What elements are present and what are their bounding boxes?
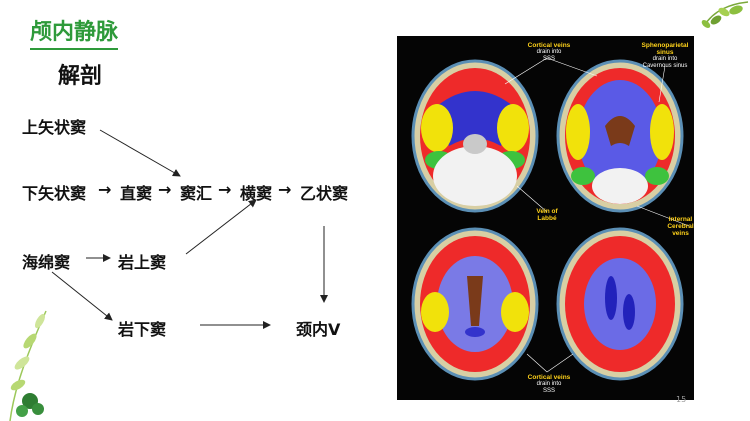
node-cavernous-sinus: 海绵窦 xyxy=(22,253,71,272)
slide-subtitle: 解剖 xyxy=(58,64,103,89)
label-vein-of-labbe: Vein of Labbé xyxy=(536,208,558,222)
label-sphenoparietal-sub: drain into Cavernous sinus xyxy=(642,56,688,69)
node-confluence: 窦汇 xyxy=(180,184,213,203)
leaf-decoration-icon xyxy=(701,1,749,28)
node-superior-petrosal-sinus: 岩上窦 xyxy=(118,253,167,272)
flow-arrow-glyph: → xyxy=(218,180,232,199)
brain-slices-illustration xyxy=(411,57,690,381)
node-transverse-sinus: 横窦 xyxy=(240,184,273,203)
node-internal-jugular-vein: 颈内V xyxy=(296,320,341,339)
node-inferior-sagittal-sinus: 下矢状窦 xyxy=(22,184,87,203)
label-cortical-veins-bottom: Cortical veins xyxy=(527,374,571,381)
label-cortical-veins-top: Cortical veins xyxy=(527,42,571,49)
node-superior-sagittal-sinus: 上矢状窦 xyxy=(22,118,87,137)
brain-slice-4 xyxy=(556,227,684,381)
node-sigmoid-sinus: 乙状窦 xyxy=(300,184,349,203)
arrow-sss-to-confluence xyxy=(99,129,181,177)
slide-title: 颅内静脉 xyxy=(30,14,119,50)
node-straight-sinus: 直窦 xyxy=(120,184,153,203)
flow-arrow-glyph: → xyxy=(98,180,112,199)
page-number: 15 xyxy=(676,395,687,404)
flow-arrow-glyph: → xyxy=(158,180,172,199)
flow-arrows xyxy=(51,129,328,329)
label-internal-cerebral-veins: Internal Cerebral veins xyxy=(667,216,694,237)
brain-slice-3 xyxy=(411,227,539,381)
brain-slice-2 xyxy=(556,59,684,213)
flow-arrow-glyph: → xyxy=(278,180,292,199)
label-cortical-veins-top-sub: drain into SSS xyxy=(536,49,562,62)
label-sphenoparietal-sinus: Sphenoparietal sinus xyxy=(641,42,689,56)
arrow-cavernous-to-inf-petrosal xyxy=(51,271,113,321)
label-cortical-veins-bottom-sub: drain into SSS xyxy=(536,381,562,394)
node-inferior-petrosal-sinus: 岩下窦 xyxy=(118,320,167,339)
brain-slice-1 xyxy=(411,59,539,213)
leaf-decoration-icon xyxy=(9,310,47,421)
arrow-sup-petrosal-to-transverse xyxy=(185,199,257,255)
venous-drainage-figure: Cortical veins drain into SSS Sphenopari… xyxy=(397,36,694,400)
